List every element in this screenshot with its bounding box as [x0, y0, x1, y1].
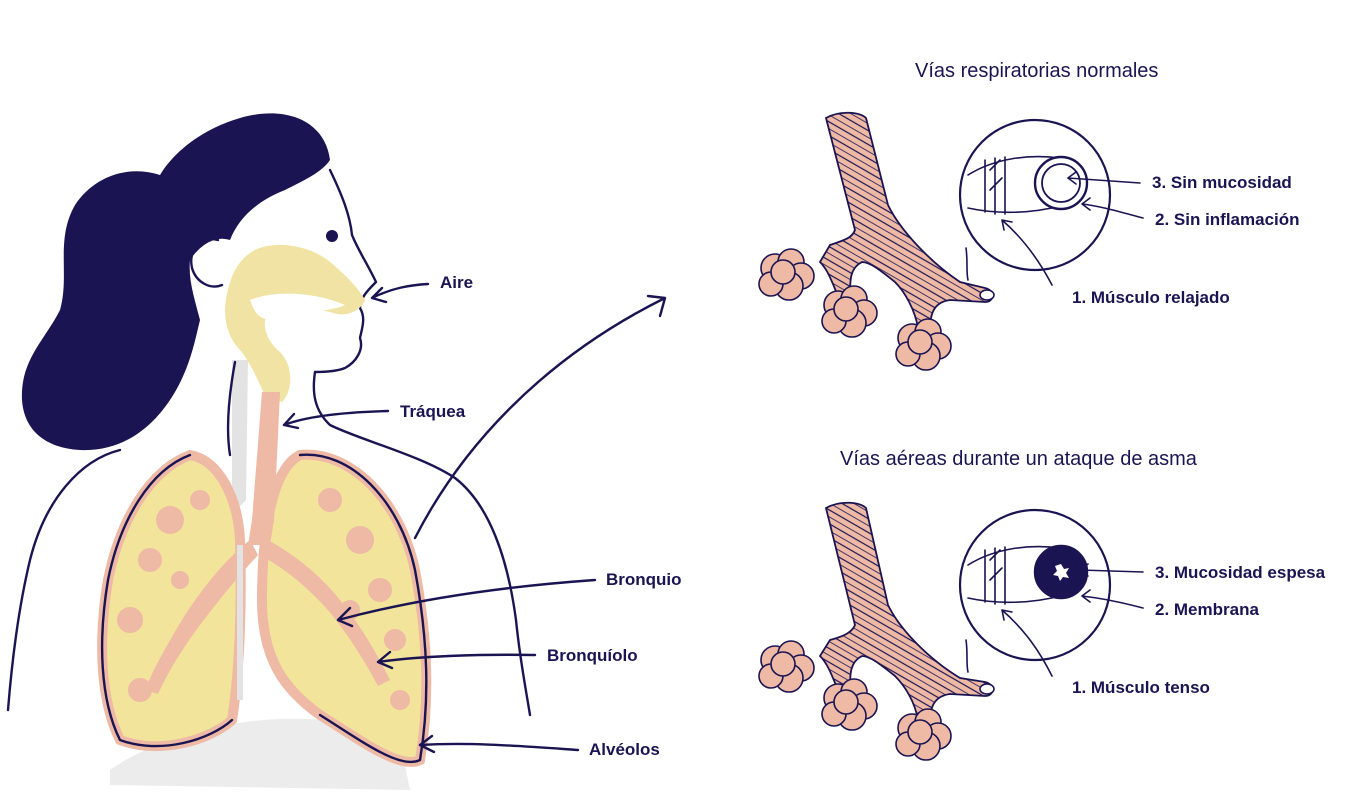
arrow-sin-inflamacion: [1081, 197, 1144, 219]
asthma-bronchi: [758, 501, 995, 761]
normal-connector: [965, 247, 969, 281]
asthma-airway-opening: [979, 683, 995, 695]
oral-airway: [250, 293, 345, 320]
label-membrana: 2. Membrana: [1155, 600, 1259, 619]
eye: [326, 230, 338, 242]
asthma-arrows: [1001, 563, 1144, 677]
neck-front: [312, 370, 532, 717]
normal-trachea-branch: [818, 111, 994, 332]
title-normal-airways: Vías respiratorias normales: [915, 60, 1158, 82]
bronchiole-blobs: [117, 488, 410, 710]
hair: [21, 113, 330, 451]
body-shadow: [232, 360, 248, 515]
arrow-mucosidad-espesa: [1079, 563, 1144, 577]
label-sin-inflamacion: 2. Sin inflamación: [1155, 210, 1300, 229]
label-aire: Aire: [440, 273, 473, 292]
label-musculo-tenso: 1. Músculo tenso: [1072, 678, 1210, 697]
arrow-traquea: [282, 409, 390, 430]
left-arrows: [282, 282, 667, 754]
label-sin-mucosidad: 3. Sin mucosidad: [1152, 173, 1292, 192]
nasal-airway: [225, 244, 365, 402]
right-lung-outline: [298, 453, 428, 763]
arrow-musculo-tenso: [1001, 609, 1053, 677]
normal-lumen-inner: [1041, 163, 1081, 203]
arrow-aire: [370, 282, 430, 304]
asthma-muscle-lines: [984, 546, 1006, 605]
bronchial-tree-right: [262, 540, 390, 686]
neck-back: [226, 360, 237, 457]
label-traquea: Tráquea: [400, 402, 466, 421]
label-mucosidad-espesa: 3. Mucosidad espesa: [1155, 563, 1326, 582]
arrow-bronquiolo: [376, 650, 537, 670]
arrow-alveolos: [418, 734, 580, 754]
face-outline: [313, 168, 378, 374]
normal-zoom-circle: [958, 118, 1112, 281]
person-figure: [6, 113, 532, 790]
title-asthma-airways: Vías aéreas durante un ataque de asma: [840, 448, 1198, 470]
shoulder-left: [6, 448, 122, 712]
normal-arrows: [1001, 171, 1144, 286]
ear: [190, 237, 224, 288]
label-alveolos: Alvéolos: [589, 740, 660, 759]
asthma-connector: [965, 639, 969, 673]
arrow-musculo-relajado: [1001, 219, 1053, 286]
zoom-arrow: [413, 294, 667, 540]
label-musculo-relajado: 1. Músculo relajado: [1072, 288, 1230, 307]
bronchial-tree-left: [145, 540, 258, 694]
asthma-trachea-branch: [818, 501, 994, 724]
asthma-narrow-lumen: [1053, 564, 1069, 581]
arrow-sin-mucosidad: [1067, 171, 1141, 185]
label-bronquiolo: Bronquíolo: [547, 646, 638, 665]
arrow-bronquio: [336, 578, 597, 628]
normal-bronchi: [758, 111, 995, 371]
arrow-membrana: [1081, 589, 1144, 609]
left-lung-outline: [100, 453, 234, 748]
label-bronquio: Bronquio: [606, 570, 682, 589]
normal-magnifier: [958, 118, 1112, 272]
asthma-magnifier: [958, 508, 1112, 662]
normal-airway-opening: [979, 289, 995, 301]
trachea: [248, 392, 280, 545]
asthma-zoom-circle: [958, 508, 1112, 673]
left-lung: [97, 449, 246, 752]
normal-muscle-lines: [984, 156, 1006, 215]
